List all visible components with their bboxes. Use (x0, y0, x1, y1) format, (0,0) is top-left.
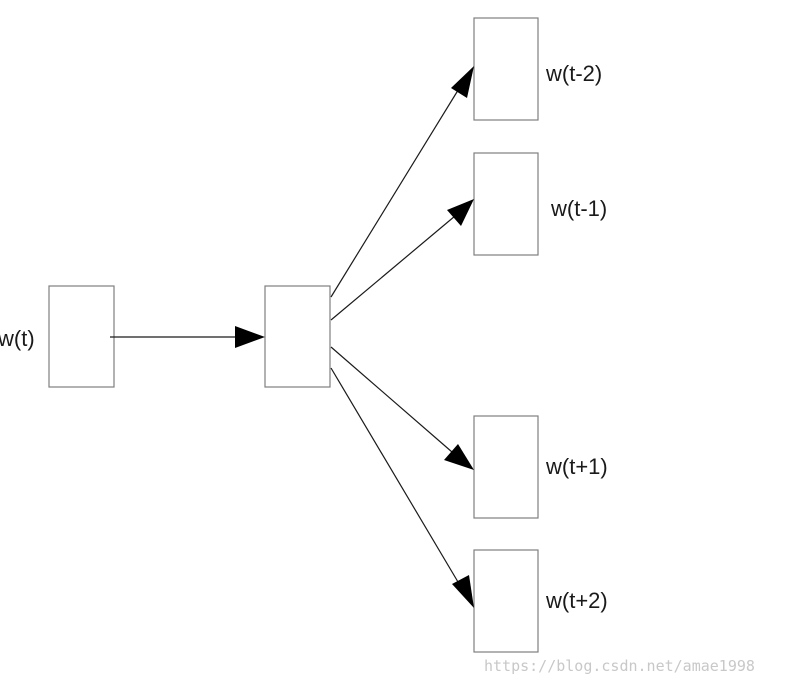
arrowhead-to-t-plus-1 (444, 444, 474, 470)
arrowhead-to-t-minus-2 (451, 66, 474, 98)
output-label-t-minus-2: w(t-2) (545, 61, 602, 86)
arrowhead-to-t-plus-2 (452, 575, 474, 608)
output-box-t-plus-1 (473, 415, 539, 519)
input-word-label: w(t) (0, 326, 35, 351)
input-word-box (48, 285, 115, 388)
output-box-t-plus-2 (473, 549, 539, 653)
watermark-text: https://blog.csdn.net/amae1998 (484, 657, 755, 675)
arrowhead-input-to-projection (235, 326, 265, 348)
edge-to-t-minus-2 (330, 86, 461, 298)
projection-box (264, 285, 331, 388)
output-box-t-minus-1 (473, 152, 539, 256)
output-label-t-plus-2: w(t+2) (545, 588, 608, 613)
arrowhead-to-t-minus-1 (447, 199, 474, 226)
edge-to-t-plus-1 (330, 346, 453, 453)
output-label-t-plus-1: w(t+1) (545, 454, 608, 479)
output-label-t-minus-1: w(t-1) (550, 196, 607, 221)
output-box-t-minus-2 (473, 17, 539, 121)
edge-to-t-plus-2 (330, 367, 462, 588)
edge-to-t-minus-1 (330, 215, 456, 321)
